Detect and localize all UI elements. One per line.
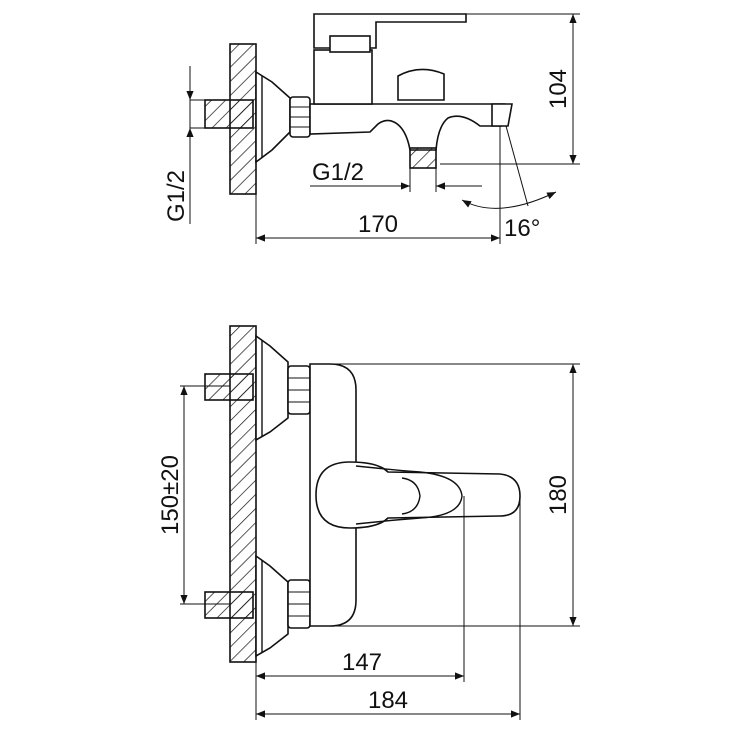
dim-g12-outlet-label: G1/2: [312, 159, 364, 186]
inlet-pipe-bottom: [204, 591, 254, 619]
dim-g12-inlet-label: G1/2: [163, 170, 190, 222]
dim-180-label: 180: [545, 475, 572, 515]
inlet-pipe-side: [204, 99, 254, 129]
dim-16deg-label: 16°: [504, 215, 540, 242]
dim-147-label: 147: [342, 649, 382, 676]
front-view: 150±20 180 147 184: [157, 325, 580, 720]
dim-170-label: 170: [358, 211, 398, 238]
side-view: 104 G1/2 G1/2 170 16°: [163, 13, 580, 244]
dim-184-label: 184: [368, 687, 408, 714]
inlet-pipe-top: [204, 373, 254, 401]
cartridge-block: [313, 49, 373, 105]
flange-side: [255, 70, 291, 164]
spout-side: [491, 103, 513, 127]
diverter-knob: [397, 68, 445, 101]
faucet-body-side: [309, 103, 511, 151]
dim-104-label: 104: [545, 69, 572, 109]
dim-150-label: 150±20: [157, 455, 184, 535]
outlet-thread-side: [409, 147, 437, 169]
flange-top: [255, 334, 289, 442]
flange-bottom: [255, 554, 289, 658]
